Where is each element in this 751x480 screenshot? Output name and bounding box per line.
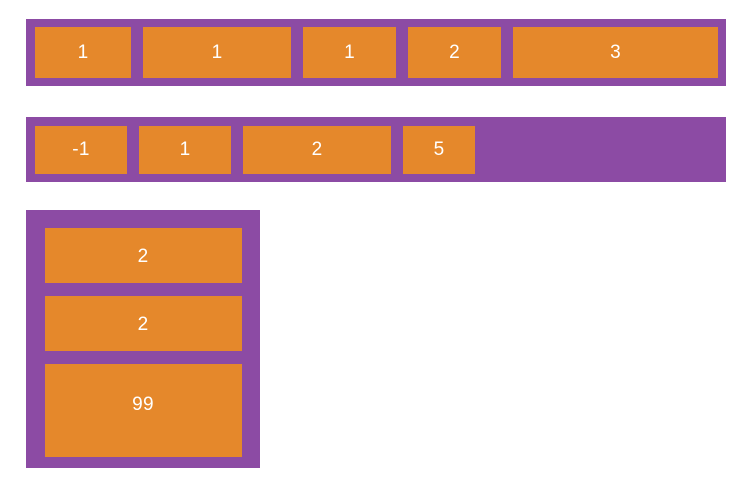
- array-cell[interactable]: 2: [243, 125, 391, 174]
- array-cell-value: 1: [344, 42, 355, 63]
- array-cell[interactable]: 2: [44, 296, 242, 351]
- array-cell[interactable]: -1: [35, 125, 127, 174]
- array-cell-value: 2: [137, 314, 149, 335]
- array-cell[interactable]: 1: [139, 125, 231, 174]
- array-cell-value: 2: [449, 42, 460, 63]
- array-cell-value: 2: [137, 246, 149, 267]
- array-container-2[interactable]: -1 1 2 5: [26, 117, 726, 182]
- array-cell-value: -1: [72, 139, 90, 160]
- array-cell-value: 1: [77, 42, 89, 63]
- array-cell[interactable]: 2: [44, 228, 242, 283]
- array-cell-value: 1: [179, 139, 191, 160]
- array-cell-value: 99: [132, 394, 154, 415]
- array-container-3[interactable]: 2 2 99: [26, 210, 260, 468]
- array-cell[interactable]: 1: [35, 27, 131, 78]
- array-cell-value: 1: [211, 42, 223, 63]
- array-cell[interactable]: 5: [403, 125, 475, 174]
- array-cell-value: 2: [311, 139, 323, 160]
- array-cell-value: 3: [610, 42, 621, 63]
- array-cell[interactable]: 1: [303, 27, 396, 78]
- array-cell[interactable]: 99: [44, 364, 242, 457]
- array-container-1[interactable]: 1 1 1 2 3: [26, 19, 726, 86]
- array-cell[interactable]: 1: [143, 27, 291, 78]
- array-cell[interactable]: 3: [513, 27, 718, 78]
- array-cell[interactable]: 2: [408, 27, 501, 78]
- array-cell-value: 5: [433, 139, 445, 160]
